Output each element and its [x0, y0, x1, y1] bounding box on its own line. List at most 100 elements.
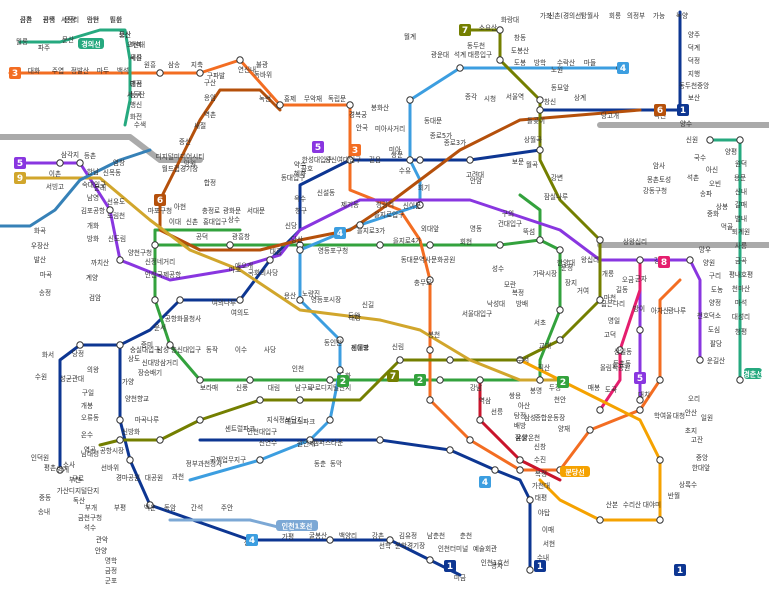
station-marker[interactable]: [236, 56, 244, 64]
station-marker[interactable]: [386, 536, 394, 544]
station-marker[interactable]: [426, 276, 434, 284]
station-marker[interactable]: [476, 416, 484, 424]
station-marker[interactable]: [696, 356, 704, 364]
station-marker[interactable]: [151, 296, 159, 304]
station-marker[interactable]: [556, 246, 564, 254]
station-marker[interactable]: [156, 69, 164, 77]
station-marker[interactable]: [256, 396, 264, 404]
station-marker[interactable]: [116, 416, 124, 424]
station-marker[interactable]: [296, 296, 304, 304]
station-marker[interactable]: [736, 376, 744, 384]
station-marker[interactable]: [196, 69, 204, 77]
station-marker[interactable]: [636, 406, 644, 414]
station-marker[interactable]: [686, 256, 694, 264]
station-marker[interactable]: [496, 26, 504, 34]
station-marker[interactable]: [416, 156, 424, 164]
station-marker[interactable]: [166, 341, 174, 349]
line-5-badge: 5: [312, 141, 324, 153]
station-marker[interactable]: [56, 159, 64, 167]
station-marker[interactable]: [326, 416, 334, 424]
station-marker[interactable]: [706, 136, 714, 144]
station-marker[interactable]: [426, 241, 434, 249]
station-marker[interactable]: [536, 376, 544, 384]
station-marker[interactable]: [196, 376, 204, 384]
station-marker[interactable]: [656, 516, 664, 524]
station-marker[interactable]: [406, 156, 414, 164]
station-marker[interactable]: [326, 536, 334, 544]
station-marker[interactable]: [376, 436, 384, 444]
station-marker[interactable]: [636, 256, 644, 264]
station-marker[interactable]: [376, 241, 384, 249]
station-marker[interactable]: [736, 136, 744, 144]
station-marker[interactable]: [466, 436, 474, 444]
station-marker[interactable]: [426, 556, 434, 564]
station-marker[interactable]: [146, 501, 154, 509]
station-marker[interactable]: [406, 96, 414, 104]
station-marker[interactable]: [491, 466, 499, 474]
station-marker[interactable]: [536, 236, 544, 244]
station-marker[interactable]: [346, 156, 354, 164]
station-marker[interactable]: [76, 159, 84, 167]
station-marker[interactable]: [326, 376, 334, 384]
station-marker[interactable]: [446, 356, 454, 364]
station-marker[interactable]: [496, 56, 504, 64]
station-marker[interactable]: [596, 516, 604, 524]
station-marker[interactable]: [246, 376, 254, 384]
station-marker[interactable]: [276, 101, 284, 109]
station-marker[interactable]: [226, 241, 234, 249]
station-marker[interactable]: [256, 456, 264, 464]
station-marker[interactable]: [426, 396, 434, 404]
station-marker[interactable]: [156, 436, 164, 444]
station-marker[interactable]: [106, 206, 114, 214]
station-marker[interactable]: [596, 236, 604, 244]
station-marker[interactable]: [526, 496, 534, 504]
station-marker[interactable]: [596, 406, 604, 414]
station-marker[interactable]: [636, 326, 644, 334]
station-marker[interactable]: [336, 336, 344, 344]
station-label: 일산: [110, 15, 122, 24]
station-label: 운정: [64, 15, 76, 24]
station-marker[interactable]: [616, 346, 624, 354]
station-marker[interactable]: [196, 416, 204, 424]
station-marker[interactable]: [236, 296, 244, 304]
station-marker[interactable]: [586, 426, 594, 434]
station-marker[interactable]: [656, 376, 664, 384]
station-marker[interactable]: [526, 566, 534, 574]
station-marker[interactable]: [76, 341, 84, 349]
station-marker[interactable]: [516, 456, 524, 464]
station-marker[interactable]: [116, 436, 124, 444]
station-marker[interactable]: [536, 146, 544, 154]
station-marker[interactable]: [416, 201, 424, 209]
station-marker[interactable]: [516, 356, 524, 364]
station-marker[interactable]: [516, 466, 524, 474]
station-marker[interactable]: [456, 64, 464, 72]
station-marker[interactable]: [296, 396, 304, 404]
station-marker[interactable]: [306, 436, 314, 444]
station-marker[interactable]: [556, 336, 564, 344]
station-marker[interactable]: [596, 296, 604, 304]
station-marker[interactable]: [151, 241, 159, 249]
station-marker[interactable]: [436, 376, 444, 384]
station-marker[interactable]: [176, 296, 184, 304]
station-marker[interactable]: [636, 396, 644, 404]
station-marker[interactable]: [536, 96, 544, 104]
station-marker[interactable]: [346, 101, 354, 109]
station-marker[interactable]: [536, 106, 544, 114]
station-marker[interactable]: [126, 456, 134, 464]
station-marker[interactable]: [336, 366, 344, 374]
station-marker[interactable]: [266, 256, 274, 264]
station-marker[interactable]: [446, 446, 454, 454]
station-marker[interactable]: [396, 356, 404, 364]
line9-main: [18, 176, 562, 382]
station-marker[interactable]: [296, 246, 304, 254]
station-marker[interactable]: [426, 346, 434, 354]
station-marker[interactable]: [356, 221, 364, 229]
station-marker[interactable]: [466, 156, 474, 164]
station-marker[interactable]: [56, 466, 64, 474]
station-marker[interactable]: [496, 241, 504, 249]
station-marker[interactable]: [116, 341, 124, 349]
station-marker[interactable]: [476, 376, 484, 384]
station-marker[interactable]: [116, 256, 124, 264]
station-marker[interactable]: [656, 456, 664, 464]
station-marker[interactable]: [556, 306, 564, 314]
